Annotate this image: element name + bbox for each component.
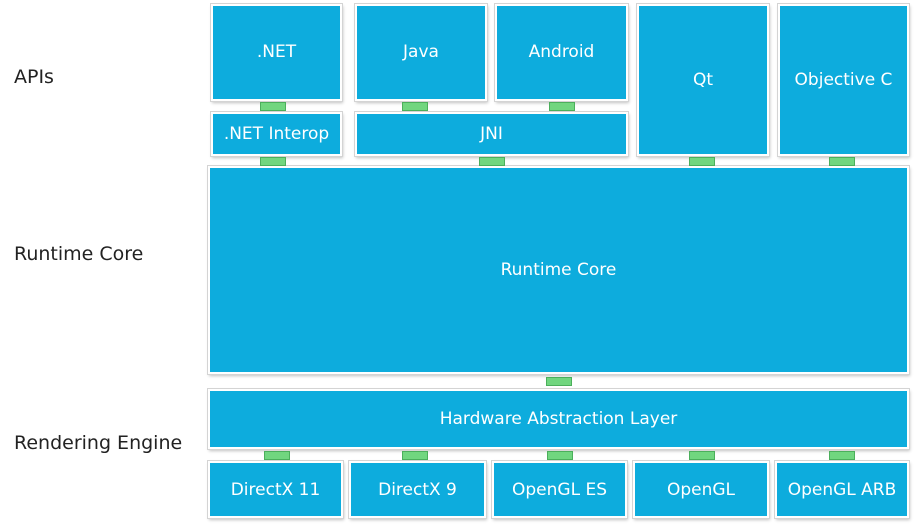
connector-hal-directx-11 xyxy=(264,451,290,460)
block-java: Java xyxy=(354,3,488,102)
block-directx-11-label: DirectX 11 xyxy=(230,479,321,500)
block-objective-c-label: Objective C xyxy=(794,70,893,90)
connector-interop-core xyxy=(260,157,286,166)
connector-hal-opengl xyxy=(689,451,715,460)
block-opengl-label: OpenGL xyxy=(666,479,736,500)
connector-jni-core xyxy=(479,157,505,166)
block-objective-c: Objective C xyxy=(777,3,910,157)
connector-hal-opengl-arb xyxy=(829,451,855,460)
block-android: Android xyxy=(494,3,629,102)
connector-dotnet-interop xyxy=(260,102,286,111)
block-opengl-arb-label: OpenGL ARB xyxy=(787,479,897,500)
block-directx-9: DirectX 9 xyxy=(348,460,487,519)
block-hal-label: Hardware Abstraction Layer xyxy=(439,409,678,429)
block-dotnet-interop: .NET Interop xyxy=(210,111,343,157)
connector-hal-directx-9 xyxy=(402,451,428,460)
block-qt: Qt xyxy=(636,3,770,157)
connector-objc-core xyxy=(829,157,855,166)
connector-hal-opengl-es xyxy=(547,451,573,460)
connector-java-jni xyxy=(402,102,428,111)
block-opengl-arb: OpenGL ARB xyxy=(774,460,910,519)
layer-label-apis: APIs xyxy=(14,66,54,88)
block-dotnet: .NET xyxy=(210,3,343,102)
layer-label-rendering-engine: Rendering Engine xyxy=(14,432,183,454)
block-opengl-es-label: OpenGL ES xyxy=(512,479,607,500)
connector-core-hal xyxy=(546,377,572,386)
block-dotnet-interop-label: .NET Interop xyxy=(223,124,330,144)
block-runtime-core: Runtime Core xyxy=(207,165,910,375)
block-hardware-abstraction-layer: Hardware Abstraction Layer xyxy=(207,388,910,450)
block-dotnet-label: .NET xyxy=(256,42,297,62)
block-qt-label: Qt xyxy=(692,70,714,90)
block-opengl: OpenGL xyxy=(632,460,770,519)
block-jni-label: JNI xyxy=(480,124,503,144)
block-android-label: Android xyxy=(528,42,595,62)
block-jni: JNI xyxy=(354,111,629,157)
block-opengl-es: OpenGL ES xyxy=(491,460,628,519)
layer-label-runtime-core: Runtime Core xyxy=(14,243,144,265)
block-directx-9-label: DirectX 9 xyxy=(378,479,457,500)
block-directx-11: DirectX 11 xyxy=(207,460,344,519)
block-java-label: Java xyxy=(403,42,439,62)
connector-android-jni xyxy=(549,102,575,111)
connector-qt-core xyxy=(689,157,715,166)
block-runtime-core-label: Runtime Core xyxy=(500,260,617,280)
